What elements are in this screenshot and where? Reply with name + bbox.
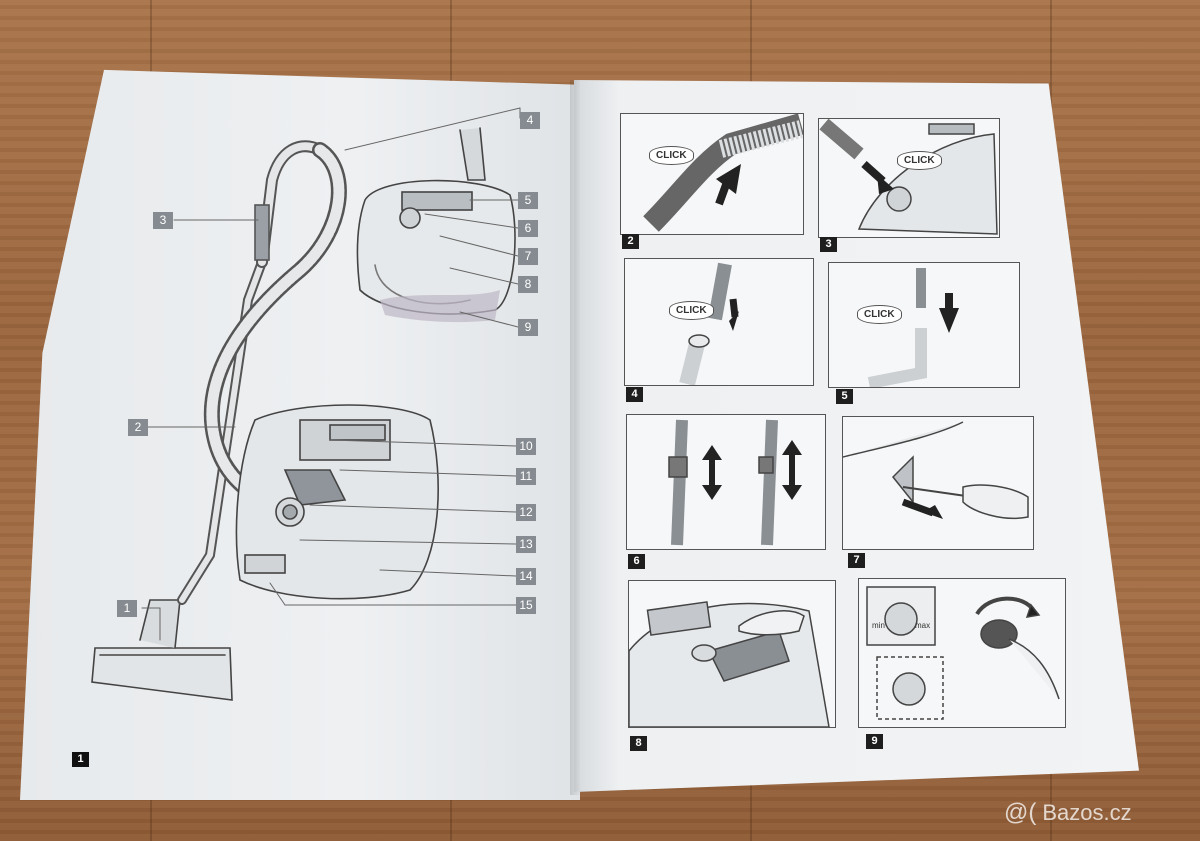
page-number-badge: 1	[72, 752, 89, 767]
callout-5: 5	[518, 192, 538, 209]
booklet-spine	[570, 80, 580, 795]
callout-7: 7	[518, 248, 538, 265]
power-dial-illustration	[866, 586, 1060, 720]
step-panel-7	[842, 416, 1034, 550]
step-number-7: 7	[848, 553, 865, 568]
step-panel-2: CLICK	[620, 113, 804, 235]
tube-nozzle-illustration	[867, 268, 959, 387]
callout-6: 6	[518, 220, 538, 237]
dial-max-label: max	[915, 621, 931, 630]
hose-insert-illustration	[819, 119, 998, 235]
hose-connect-illustration	[643, 114, 803, 232]
telescope-adjust-illustration	[668, 419, 802, 546]
step-number-8: 8	[630, 736, 647, 751]
callout-3: 3	[153, 212, 173, 229]
step-number-5: 5	[836, 389, 853, 404]
click-label: CLICK	[897, 151, 942, 170]
click-label: CLICK	[649, 146, 694, 165]
tube-connect-illustration	[679, 262, 739, 385]
watermark-symbol: @(	[1004, 799, 1037, 826]
step-number-2: 2	[622, 234, 639, 249]
bazos-watermark: @(Bazos.cz	[1004, 796, 1194, 830]
foot-switch-illustration	[629, 601, 830, 727]
step-panel-8	[628, 580, 836, 728]
watermark-text: Bazos.cz	[1042, 800, 1132, 825]
step-number-9: 9	[866, 734, 883, 749]
step-panel-5: CLICK	[828, 262, 1020, 388]
callout-11: 11	[516, 468, 536, 485]
dial-min-label: min	[872, 621, 885, 630]
callout-10: 10	[516, 438, 536, 455]
step-panel-4: CLICK	[624, 258, 814, 386]
callout-1: 1	[117, 600, 137, 617]
callout-2: 2	[128, 419, 148, 436]
cord-pull-illustration	[843, 421, 1029, 520]
click-label: CLICK	[669, 301, 714, 320]
callout-14: 14	[516, 568, 536, 585]
step-panel-6	[626, 414, 826, 550]
step-number-6: 6	[628, 554, 645, 569]
callout-9: 9	[518, 319, 538, 336]
step-number-4: 4	[626, 387, 643, 402]
step-panel-9: min max	[858, 578, 1066, 728]
step-panel-3: CLICK	[818, 118, 1000, 238]
callout-4: 4	[520, 112, 540, 129]
callout-13: 13	[516, 536, 536, 553]
callout-12: 12	[516, 504, 536, 521]
click-label: CLICK	[857, 305, 902, 324]
step-number-3: 3	[820, 237, 837, 252]
callout-8: 8	[518, 276, 538, 293]
callout-15: 15	[516, 597, 536, 614]
